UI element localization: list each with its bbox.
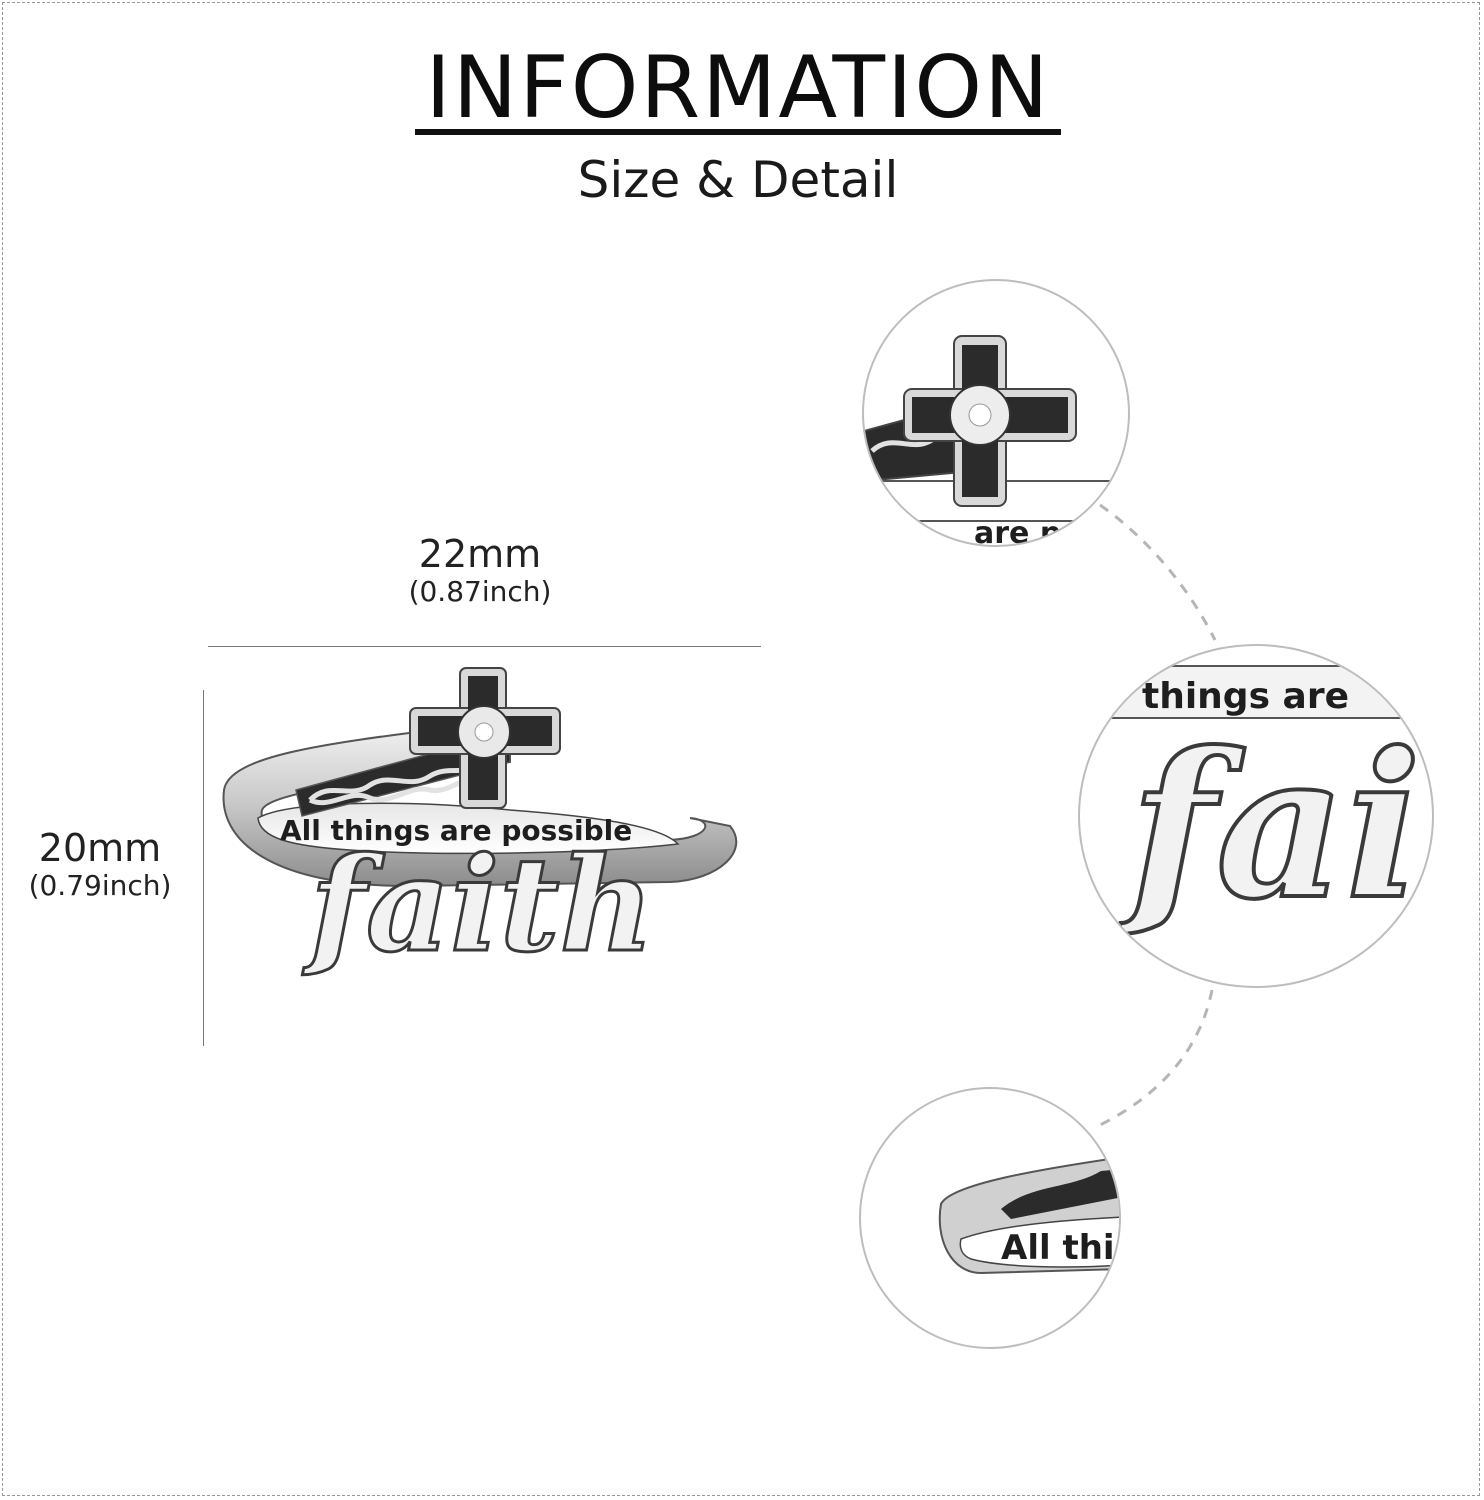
zoom-bottom-fragment: All thir <box>1001 1228 1121 1268</box>
zoom-circle-band: All thir <box>859 1087 1121 1349</box>
height-inch-label: (0.79inch) <box>28 869 172 902</box>
band-detail-image: All thir <box>938 1156 1121 1275</box>
ring-engraving-text: All things are possible <box>280 814 632 847</box>
faith-detail-image: things are fai <box>1109 665 1432 946</box>
page-title: INFORMATION <box>425 38 1051 138</box>
zoom-middle-fragment: things are <box>1142 676 1349 717</box>
width-mm-label: 22mm <box>418 532 542 576</box>
zoom-middle-word: fai <box>1118 709 1422 944</box>
faith-ring-image: All things are possible faith <box>222 667 738 983</box>
cross-charm <box>409 667 561 809</box>
width-dimension: 22mm (0.87inch) <box>380 532 580 608</box>
width-inch-label: (0.87inch) <box>408 575 552 608</box>
page-subtitle: Size & Detail <box>577 151 899 209</box>
zoom-circle-faith: things are fai <box>1078 644 1434 988</box>
title-underline <box>415 129 1061 135</box>
zoom-top-fragment: are p <box>974 516 1061 547</box>
zoom-circle-cross: are p <box>862 279 1130 547</box>
width-measure-line <box>208 646 761 647</box>
faith-word: faith <box>302 828 654 981</box>
cross-detail-image: are p <box>864 335 1128 547</box>
height-dimension: 20mm (0.79inch) <box>10 826 190 902</box>
height-measure-line <box>203 690 204 1046</box>
height-mm-label: 20mm <box>38 826 162 870</box>
